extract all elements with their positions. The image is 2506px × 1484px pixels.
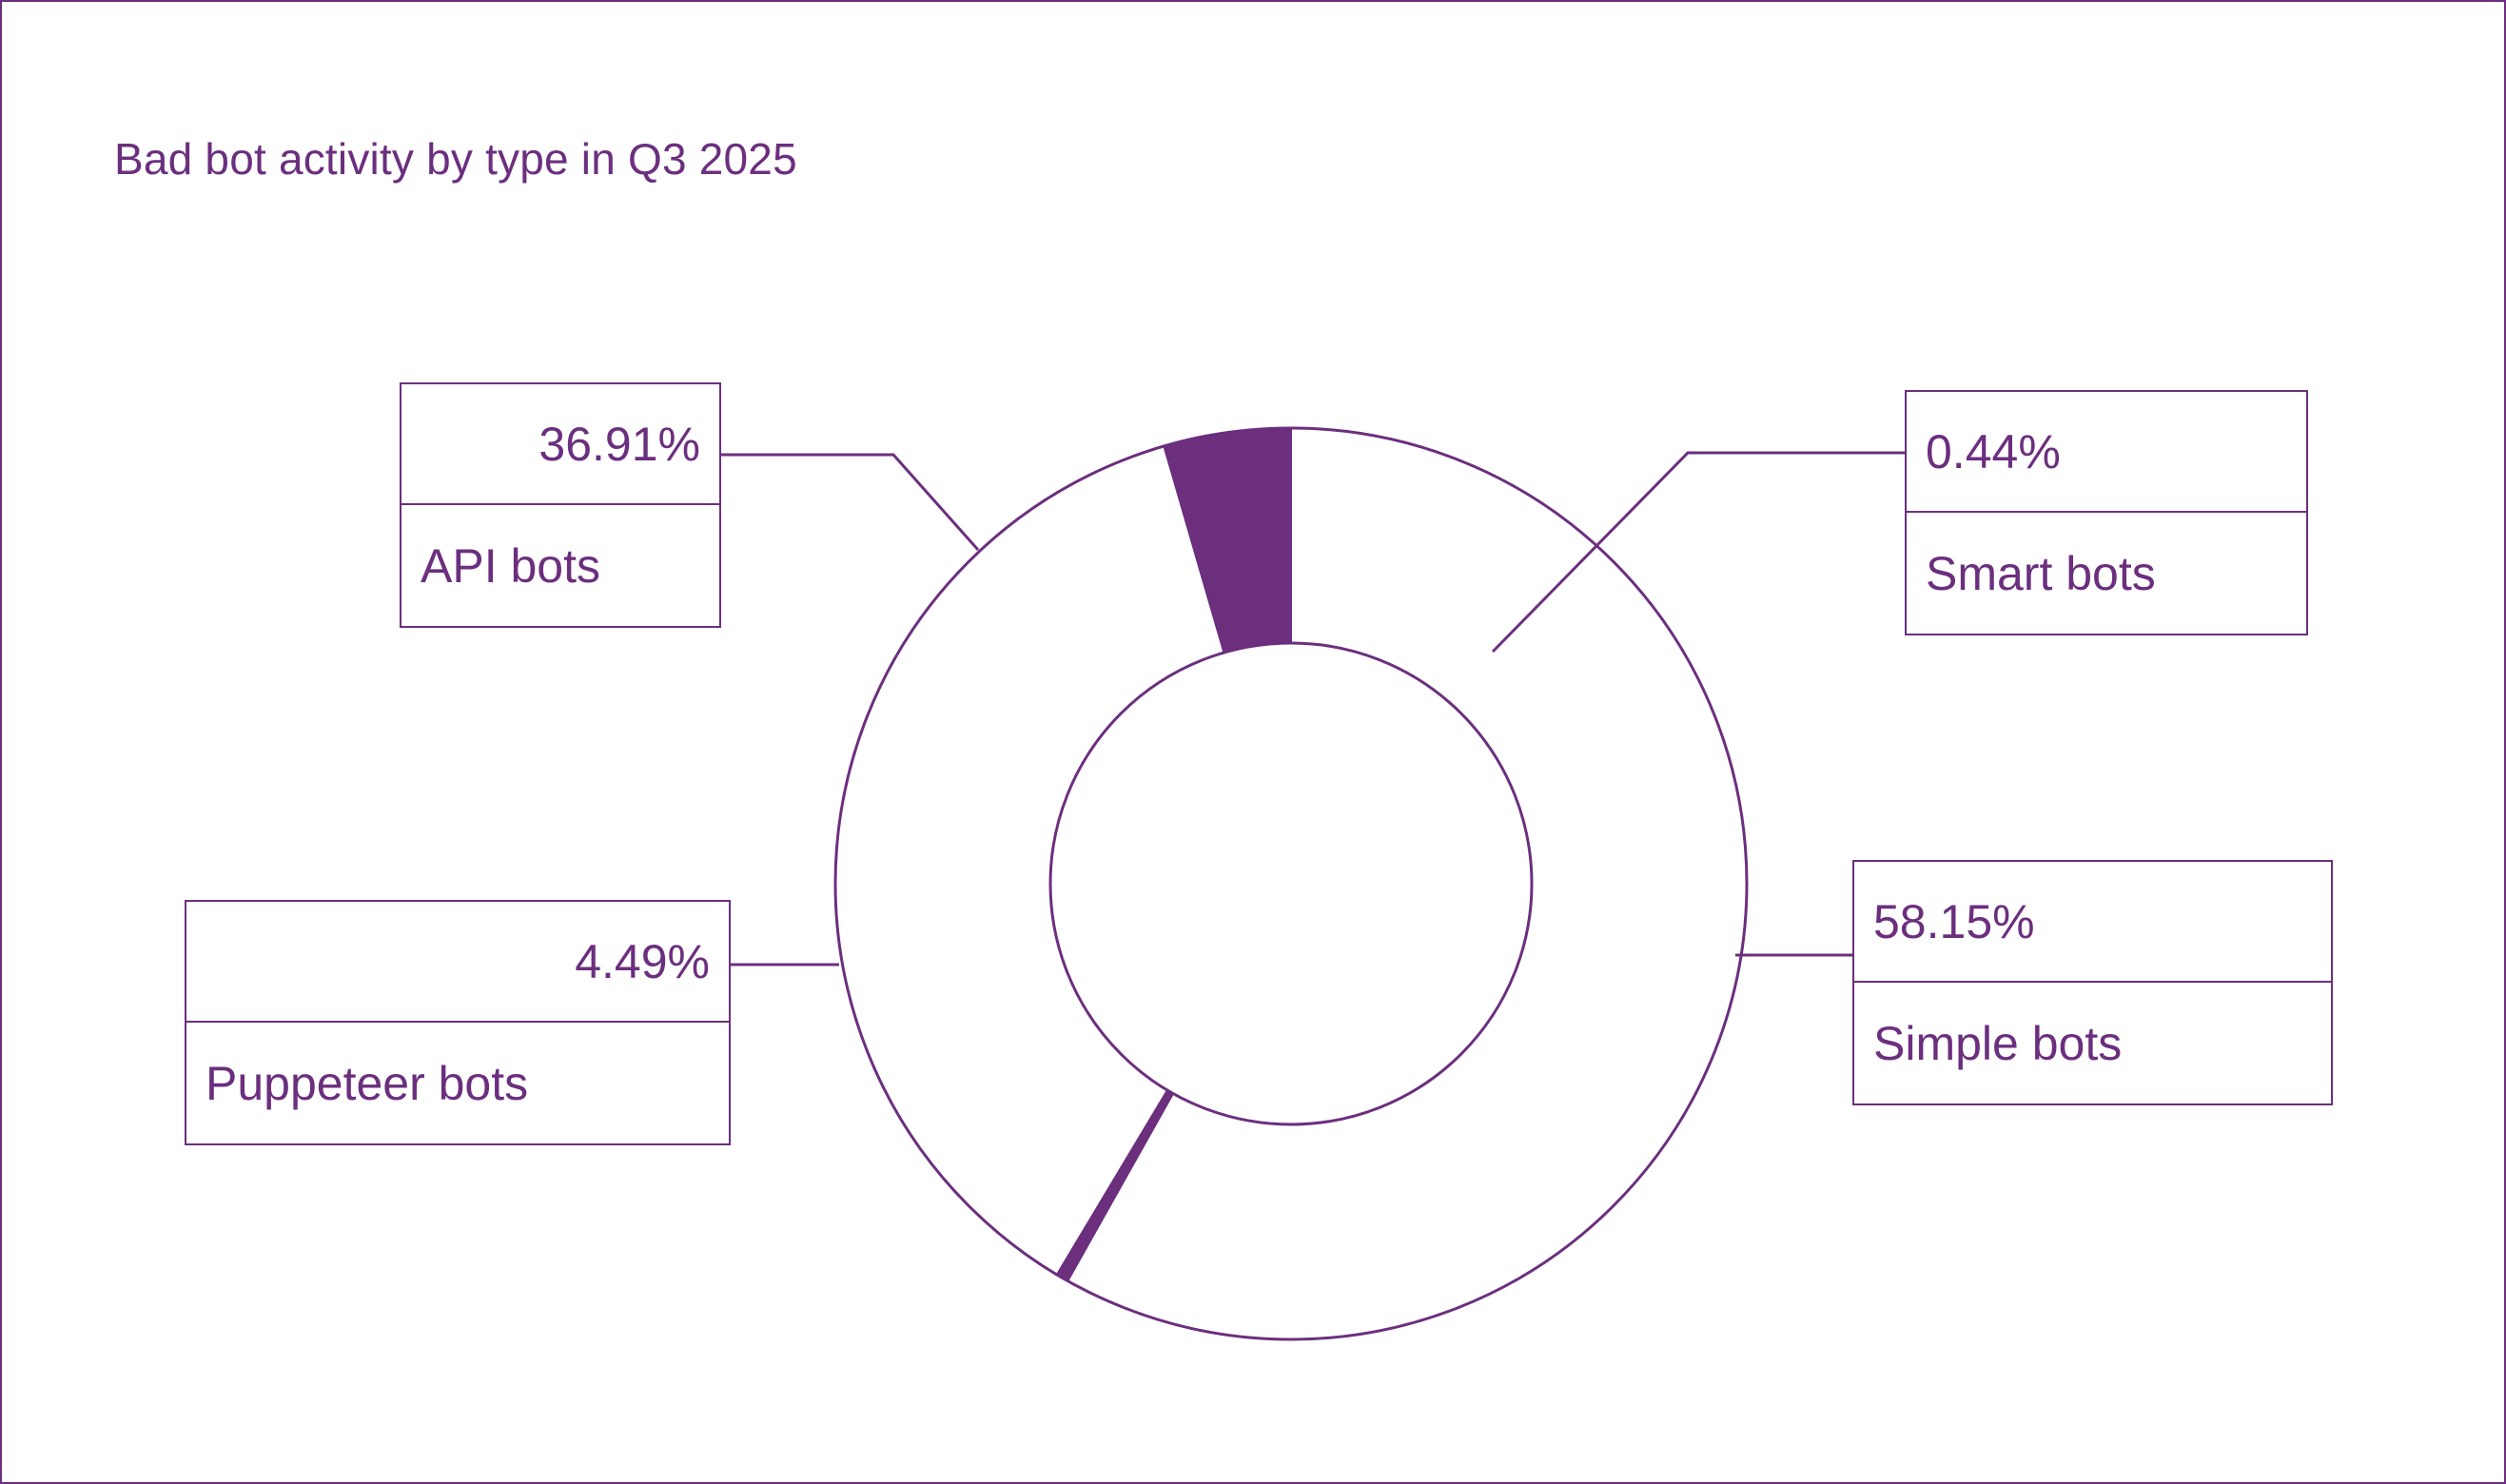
callout-puppeteer-bots[interactable]: 4.49% Puppeteer bots <box>185 900 731 1145</box>
callout-api-bots[interactable]: 36.91% API bots <box>400 382 721 628</box>
callout-smart-bots-value: 0.44% <box>1907 392 2306 513</box>
callout-puppeteer-bots-label: Puppeteer bots <box>206 1056 529 1110</box>
callout-simple-bots[interactable]: 58.15% Simple bots <box>1852 860 2333 1105</box>
donut-slice-smart-bots[interactable] <box>1055 1088 1175 1282</box>
callout-api-bots-label: API bots <box>421 538 600 593</box>
leader-line-smart <box>1491 451 1905 654</box>
page-title: Bad bot activity by type in Q3 2025 <box>114 134 797 184</box>
callout-smart-bots-label: Smart bots <box>1926 546 2156 600</box>
callout-simple-bots-value: 58.15% <box>1854 862 2331 983</box>
donut-slice-puppeteer-bots[interactable] <box>1163 426 1292 654</box>
callout-smart-bots[interactable]: 0.44% Smart bots <box>1905 390 2308 635</box>
donut-inner-circle <box>1048 641 1534 1126</box>
callout-simple-bots-label: Simple bots <box>1873 1016 2123 1070</box>
callout-puppeteer-bots-value: 4.49% <box>186 902 729 1023</box>
leader-line-api <box>721 453 980 551</box>
callout-api-bots-value: 36.91% <box>401 384 719 505</box>
